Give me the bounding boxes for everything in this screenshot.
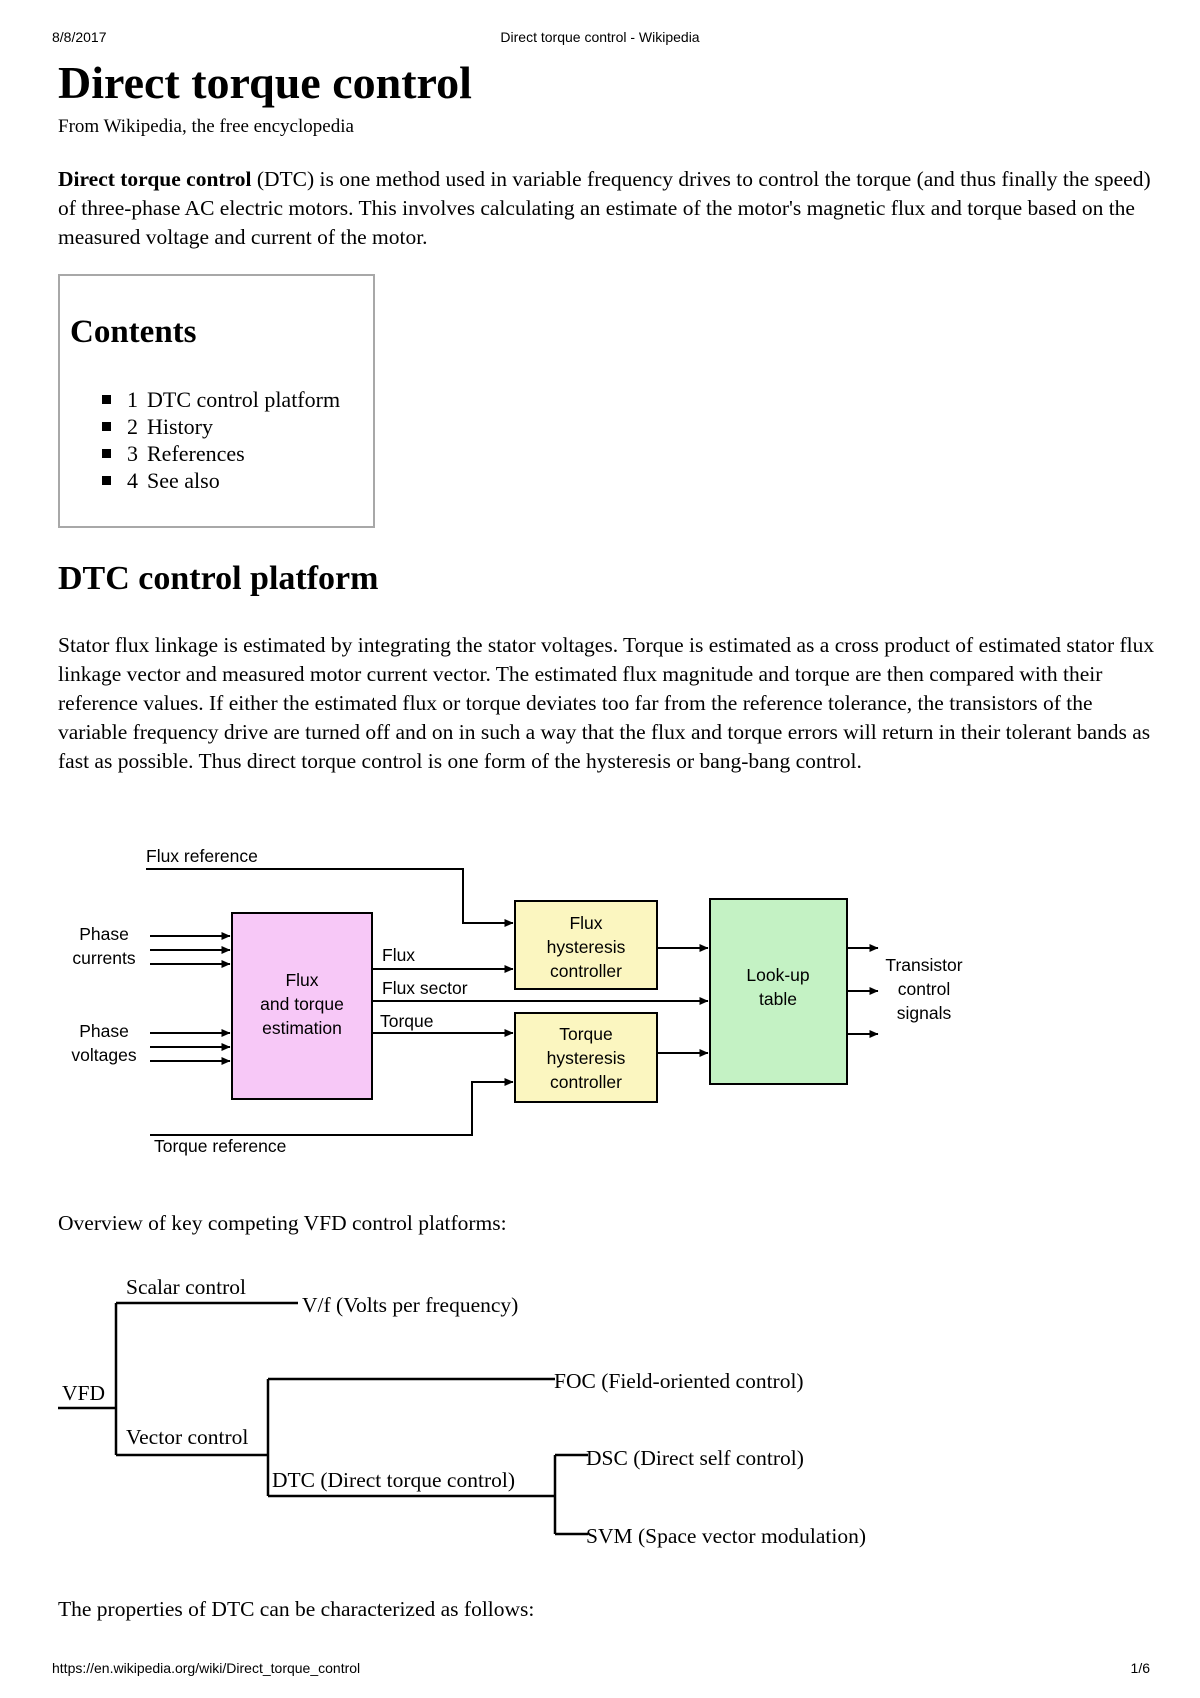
lookup-table-label: Look-up: [746, 965, 809, 985]
flux-signal-label: Flux: [382, 945, 415, 965]
tree-vf: V/f (Volts per frequency): [302, 1293, 518, 1317]
page-subtitle: From Wikipedia, the free encyclopedia: [58, 116, 354, 137]
phase-currents-label: Phase: [79, 924, 129, 944]
tree-vfd: VFD: [62, 1381, 105, 1405]
toc-item[interactable]: 4 See also: [102, 467, 340, 494]
phase-currents-label: currents: [72, 948, 135, 968]
toc-item-number: 2: [127, 414, 138, 439]
flux-controller-label: hysteresis: [547, 937, 626, 957]
estimator-block: [231, 912, 373, 1100]
output-label: control: [898, 979, 951, 999]
lookup-table-label: table: [759, 989, 797, 1009]
diagram-connectors: [146, 868, 879, 1136]
torque-controller-label: controller: [550, 1072, 622, 1092]
properties-label: The properties of DTC can be characteriz…: [58, 1597, 535, 1621]
torque-reference-label: Torque reference: [154, 1136, 286, 1156]
toc-item-number: 1: [127, 387, 138, 412]
lookup-table-block: [709, 898, 848, 1085]
intro-paragraph: Direct torque control (DTC) is one metho…: [58, 165, 1158, 252]
torque-controller-label: Torque: [559, 1024, 613, 1044]
phase-voltages-label: Phase: [79, 1021, 129, 1041]
estimator-label: Flux: [285, 970, 318, 990]
torque-controller-label: hysteresis: [547, 1048, 626, 1068]
print-title: Direct torque control - Wikipedia: [500, 29, 700, 45]
toc-item-label[interactable]: History: [147, 414, 213, 439]
tree-foc: FOC (Field-oriented control): [554, 1369, 804, 1393]
toc-item-number: 4: [127, 468, 138, 493]
print-date: 8/8/2017: [52, 29, 107, 45]
print-url: https://en.wikipedia.org/wiki/Direct_tor…: [52, 1660, 361, 1676]
toc-item-label[interactable]: References: [147, 441, 245, 466]
table-of-contents: Contents 1 DTC control platform 2 History …: [58, 274, 375, 528]
section-paragraph: Stator flux linkage is estimated by inte…: [58, 633, 1155, 773]
estimator-label: estimation: [262, 1018, 342, 1038]
section-heading: DTC control platform: [58, 560, 379, 597]
overview-label: Overview of key competing VFD control pl…: [58, 1211, 507, 1235]
vfd-platform-tree: VFD Scalar control V/f (Volts per freque…: [58, 1275, 866, 1548]
toc-item-number: 3: [127, 441, 138, 466]
tree-dtc: DTC (Direct torque control): [272, 1468, 515, 1492]
tree-scalar-control: Scalar control: [126, 1275, 246, 1299]
torque-signal-label: Torque: [380, 1011, 434, 1031]
flux-controller-label: Flux: [569, 913, 602, 933]
tree-branches: [58, 1301, 588, 1536]
intro-bold-term: Direct torque control: [58, 167, 252, 191]
flux-sector-signal-label: Flux sector: [382, 978, 468, 998]
flux-controller-block: [514, 900, 658, 990]
tree-dsc: DSC (Direct self control): [586, 1446, 804, 1470]
flux-controller-label: controller: [550, 961, 622, 981]
output-label: Transistor: [885, 955, 962, 975]
toc-list: 1 DTC control platform 2 History 3 Referenc…: [102, 386, 340, 494]
tree-vector-control: Vector control: [126, 1425, 248, 1449]
tree-svm: SVM (Space vector modulation): [586, 1524, 866, 1548]
toc-item-label[interactable]: See also: [147, 468, 220, 493]
page-number: 1/6: [1130, 1660, 1150, 1676]
intro-text: (DTC) is one method used in variable fre…: [58, 167, 1151, 249]
toc-title: Contents: [70, 314, 197, 350]
estimator-label: and torque: [260, 994, 344, 1014]
toc-item[interactable]: 1 DTC control platform: [102, 386, 340, 413]
torque-controller-block: [514, 1012, 658, 1103]
phase-voltages-label: voltages: [71, 1045, 136, 1065]
page-title: Direct torque control: [58, 57, 472, 108]
toc-item-label[interactable]: DTC control platform: [147, 387, 341, 412]
dtc-block-diagram: Flux reference Torque reference Phase cu…: [71, 846, 962, 1156]
toc-item[interactable]: 2 History: [102, 413, 340, 440]
toc-item[interactable]: 3 References: [102, 440, 340, 467]
flux-reference-label: Flux reference: [146, 846, 258, 866]
output-label: signals: [897, 1003, 952, 1023]
